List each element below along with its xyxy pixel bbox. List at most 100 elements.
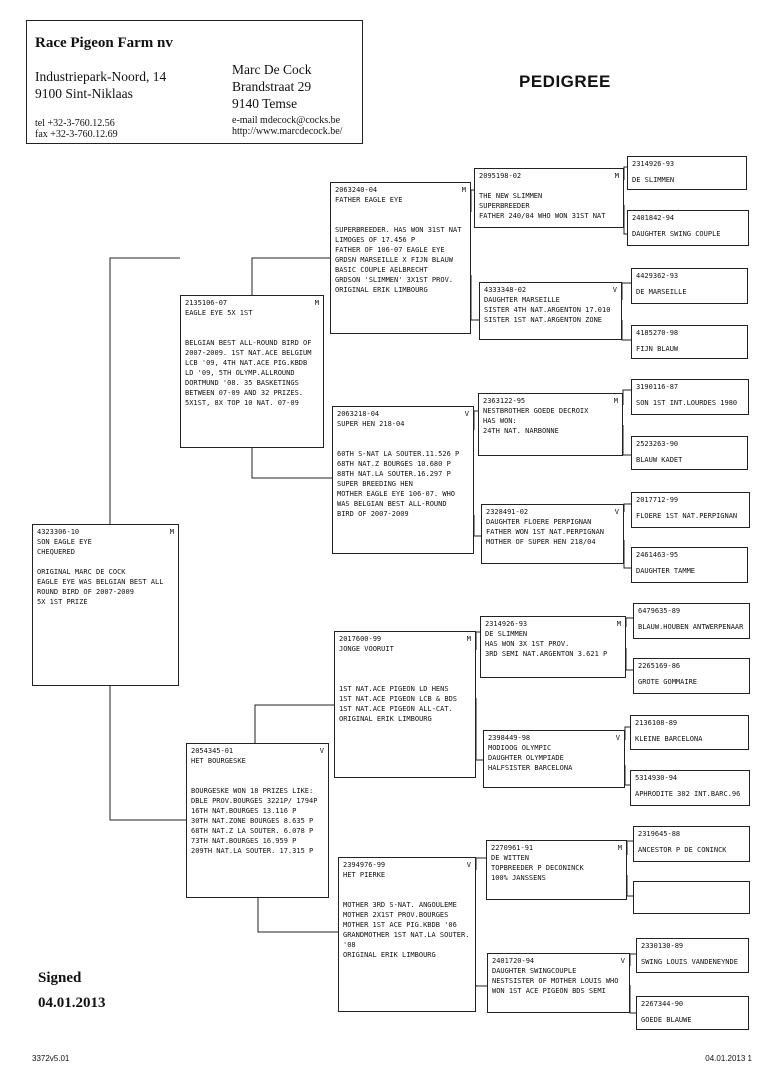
ring-number: 4429362-93 [636,272,679,280]
sex-marker: M [614,172,619,180]
bird-name: DAUGHTER SWINGCOUPLE [492,967,577,975]
bird-name: GROTE GOMMAIRE [638,678,698,686]
bird-detail: 60TH S-NAT LA SOUTER.11.526 P [337,450,460,458]
ancestor-bird-8: 2461463-95 DAUGHTER TAMME [631,547,748,583]
bird-detail: MOTHER EAGLE EYE 106-07. WHO [337,490,456,498]
bird-detail: 16TH NAT.BOURGES 13.116 P [191,807,297,815]
ring-number: 2017712-99 [636,496,679,504]
bird-name: KLEINE BARCELONA [635,735,703,743]
ring-number: 2136108-89 [635,719,678,727]
ring-number: 4333348-02 [484,286,527,294]
ring-number: 2267344-90 [641,1000,684,1008]
bird-name: THE NEW SLIMMEN [479,192,543,200]
ring-number: 2523263-90 [636,440,679,448]
bird-name: JONGE VOORUIT [339,645,394,653]
ancestor-bird-6: 2523263-90 BLAUW KADET [631,436,748,470]
ring-number: 2054345-01 [191,747,234,755]
ring-number: 2330130-89 [641,942,684,950]
ring-number: 2063218-04 [337,410,380,418]
sex-marker: M [461,186,466,194]
bird-detail: ORIGINAL MARC DE COCK [37,568,126,576]
bird-name: SON 1ST INT.LOURDES 1980 [636,399,738,407]
sex-marker: M [616,620,621,628]
ring-number: 2363122-95 [483,397,526,405]
ring-number: 2314926-93 [632,160,675,168]
bird-detail: EAGLE EYE WAS BELGIAN BEST ALL [37,578,164,586]
bird-name: DAUGHTER TAMME [636,567,696,575]
bird-detail: MOTHER 1ST ACE PIG.KBDB '06 [343,921,457,929]
bird-detail: DORTMUND '08. 35 BASKETINGS [185,379,299,387]
bird-detail: ROUND BIRD OF 2007-2009 [37,588,134,596]
bird-detail: GRANDMOTHER 1ST NAT.LA SOUTER. [343,931,470,939]
bird-name: GOEDE BLAUWE [641,1016,692,1024]
bird-detail: MOTHER OF SUPER HEN 218/04 [486,538,596,546]
bird-name: DE WITTEN [491,854,529,862]
ancestor-bird-14 [633,881,750,914]
bird-name: FATHER EAGLE EYE [335,196,403,204]
ancestor-bird-5: 3190116-87 SON 1ST INT.LOURDES 1980 [631,379,749,415]
bird-detail: 88TH NAT.LA SOUTER.16.297 P [337,470,451,478]
ring-number: 2401842-94 [632,214,675,222]
ring-number: 6479635-89 [638,607,681,615]
bird-name: HET PIERKE [343,871,386,879]
ring-number: 2328491-02 [486,508,529,516]
bird-detail: BOURGESKE WON 18 PRIZES LIKE: [191,787,314,795]
bird-detail: WON 1ST ACE PIGEON BDS SEMI [492,987,606,995]
bird-name: FLOERE 1ST NAT.PERPIGNAN [636,512,738,520]
bird-detail: DBLE PROV.BOURGES 3221P/ 1794P [191,797,318,805]
ancestor-bird-12: 5314930-94 APHRODITE 302 INT.BARC.96 [630,770,750,806]
bird-detail: SUPERBREEDER. HAS WON 31ST NAT [335,226,462,234]
bird-detail: HAS WON: [483,417,517,425]
sex-marker: M [617,844,622,852]
bird-detail: FATHER OF 106-07 EAGLE EYE [335,246,445,254]
ring-number: 2017600-99 [339,635,382,643]
bird-detail: WAS BELGIAN BEST ALL-ROUND [337,500,447,508]
website: http://www.marcdecock.be/ [232,126,343,137]
bird-name: NESTBROTHER GOEDE DECROIX [483,407,589,415]
ancestor-bird-10: 2265169-86 GROTE GOMMAIRE [633,658,750,694]
bird-detail: ORIGINAL ERIK LIMBOURG [343,951,436,959]
bird-detail: 1ST NAT.ACE PIGEON LD HENS [339,685,449,693]
ring-number: 2265169-86 [638,662,681,670]
page-title: PEDIGREE [519,72,611,91]
bird-name: ANCESTOR P DE CONINCK [638,846,727,854]
bird-detail: FATHER WON 1ST NAT.PERPIGNAN [486,528,605,536]
owner-name: Marc De Cock [232,62,312,77]
bird-detail: TOPBREEDER P DECONINCK [491,864,584,872]
ring-number: 2063240-04 [335,186,378,194]
bird-detail: 209TH NAT.LA SOUTER. 17.315 P [191,847,314,855]
ancestor-bird-9: 6479635-89 BLAUW.HOUBEN ANTWERPENAAR [633,603,750,639]
bird-detail: BELGIAN BEST ALL-ROUND BIRD OF [185,339,312,347]
ring-number: 2319645-88 [638,830,681,838]
bird-detail: 68TH NAT.Z BOURGES 10.680 P [337,460,451,468]
farm-address-line2: 9100 Sint-Niklaas [35,86,133,101]
bird-detail: 5X 1ST PRIZE [37,598,88,606]
footer-right: 04.01.2013 1 [705,1054,752,1063]
ring-number: 2314926-93 [485,620,528,628]
signed-label: Signed [38,970,82,986]
bird-name: MODIOOG OLYMPIC [488,744,552,752]
bird-name: DAUGHTER SWING COUPLE [632,230,721,238]
bird-detail: 1ST NAT.ACE PIGEON ALL-CAT. [339,705,453,713]
bird-name: SUPER HEN 218-04 [337,420,405,428]
sex-marker: V [620,957,625,965]
sex-marker: V [615,734,620,742]
bird-name: SON EAGLE EYE [37,538,92,546]
sex-marker: M [169,528,174,536]
signed-date: 04.01.2013 [38,995,106,1011]
bird-detail: 100% JANSSENS [491,874,546,882]
bird-detail: GRDSN MARSEILLE X FIJN BLAUW [335,256,454,264]
bird-detail: ORIGINAL ERIK LIMBOURG [339,715,432,723]
bird-name: EAGLE EYE 5X 1ST [185,309,253,317]
bird-detail: 1ST NAT.ACE PIGEON LCB & BDS [339,695,458,703]
bird-detail: LCB '09, 4TH NAT.ACE PIG.KBDB [185,359,308,367]
bird-detail: GRDSON 'SLIMMEN' 3X1ST PROV. [335,276,454,284]
farm-name: Race Pigeon Farm nv [35,35,173,51]
